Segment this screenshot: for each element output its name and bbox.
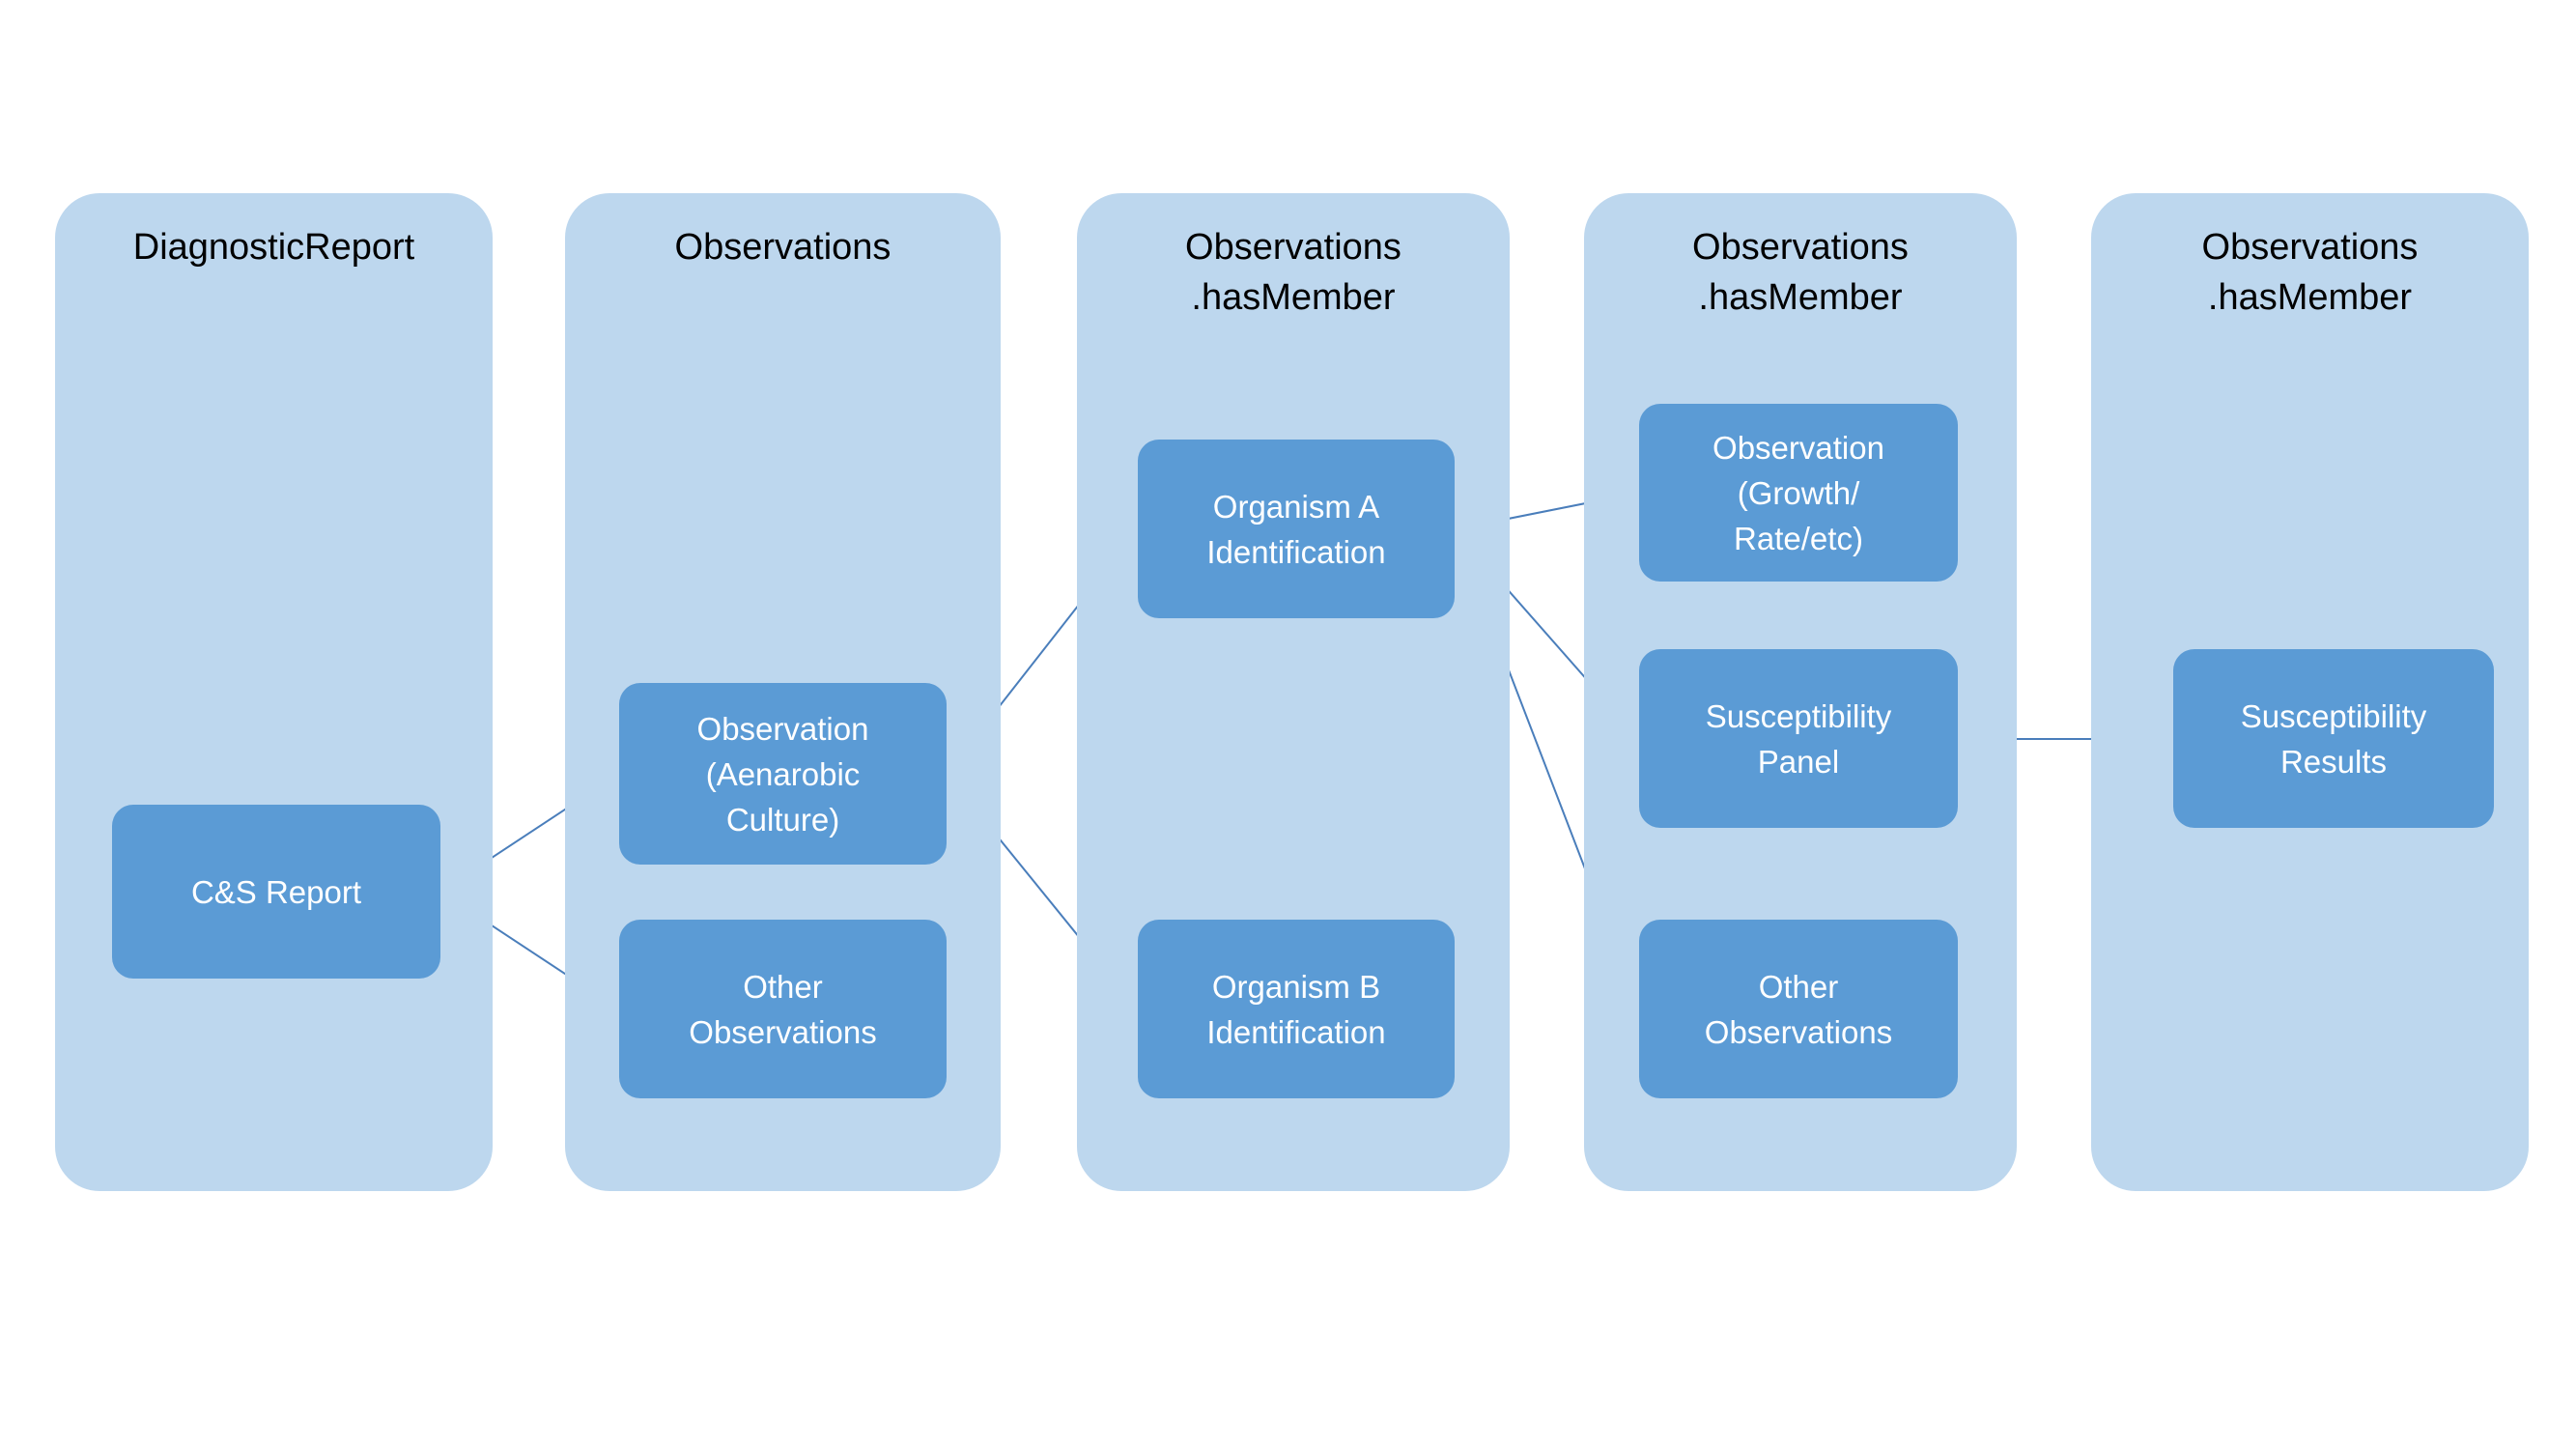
column-diagnostic-report: DiagnosticReport	[55, 193, 493, 1191]
node-label-other-observations-col2: Other Observations	[689, 968, 877, 1050]
node-label-other-observations-col4: Other Observations	[1704, 968, 1893, 1050]
node-label-organism-a-identification: Organism A Identification	[1206, 488, 1386, 570]
node-observation-growth-rate[interactable]: Observation (Growth/ Rate/etc)	[1639, 404, 1958, 582]
node-susceptibility-results[interactable]: Susceptibility Results	[2173, 649, 2494, 828]
node-label-observation-growth-rate: Observation (Growth/ Rate/etc)	[1713, 429, 1884, 556]
node-organism-b-identification[interactable]: Organism B Identification	[1138, 920, 1455, 1098]
column-title-diagnostic-report: DiagnosticReport	[132, 227, 415, 268]
column-title-observations: Observations	[674, 227, 892, 268]
node-organism-a-identification[interactable]: Organism A Identification	[1138, 440, 1455, 618]
node-cs-report[interactable]: C&S Report	[112, 805, 440, 979]
column-title-observations-hasmember-3: Observations .hasMember	[2201, 227, 2419, 318]
node-susceptibility-panel[interactable]: Susceptibility Panel	[1639, 649, 1958, 828]
node-label-cs-report: C&S Report	[190, 873, 362, 910]
node-label-observation-aenarobic-culture: Observation (Aenarobic Culture)	[696, 710, 869, 838]
node-label-susceptibility-results: Susceptibility Results	[2240, 697, 2427, 780]
column-title-observations-hasmember-1: Observations .hasMember	[1185, 227, 1401, 318]
node-other-observations-col2[interactable]: Other Observations	[619, 920, 947, 1098]
node-label-organism-b-identification: Organism B Identification	[1206, 968, 1386, 1050]
node-observation-aenarobic-culture[interactable]: Observation (Aenarobic Culture)	[619, 683, 947, 865]
node-label-susceptibility-panel: Susceptibility Panel	[1705, 697, 1892, 780]
node-other-observations-col4[interactable]: Other Observations	[1639, 920, 1958, 1098]
column-title-observations-hasmember-2: Observations .hasMember	[1692, 227, 1909, 318]
